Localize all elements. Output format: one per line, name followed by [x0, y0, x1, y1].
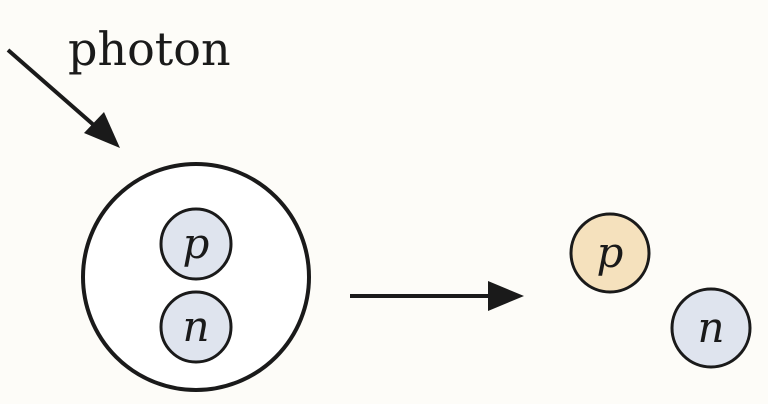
free-proton-symbol: p	[597, 228, 624, 277]
nucleus: p n	[81, 162, 311, 392]
nucleus-proton: p	[159, 207, 233, 281]
nucleus-proton-circle	[159, 207, 233, 281]
free-neutron: n	[670, 287, 752, 369]
free-proton-circle	[569, 212, 651, 294]
photon-label: photon	[68, 22, 231, 76]
free-neutron-symbol: n	[697, 303, 724, 352]
photon-arrow	[6, 48, 120, 148]
nucleus-neutron-symbol: n	[182, 302, 209, 351]
free-proton: p	[569, 212, 651, 294]
nucleus-proton-symbol: p	[183, 219, 210, 268]
free-neutron-circle	[670, 287, 752, 369]
reaction-arrow	[350, 281, 524, 311]
nucleus-neutron-circle	[159, 290, 233, 364]
nucleus-neutron: n	[159, 290, 233, 364]
